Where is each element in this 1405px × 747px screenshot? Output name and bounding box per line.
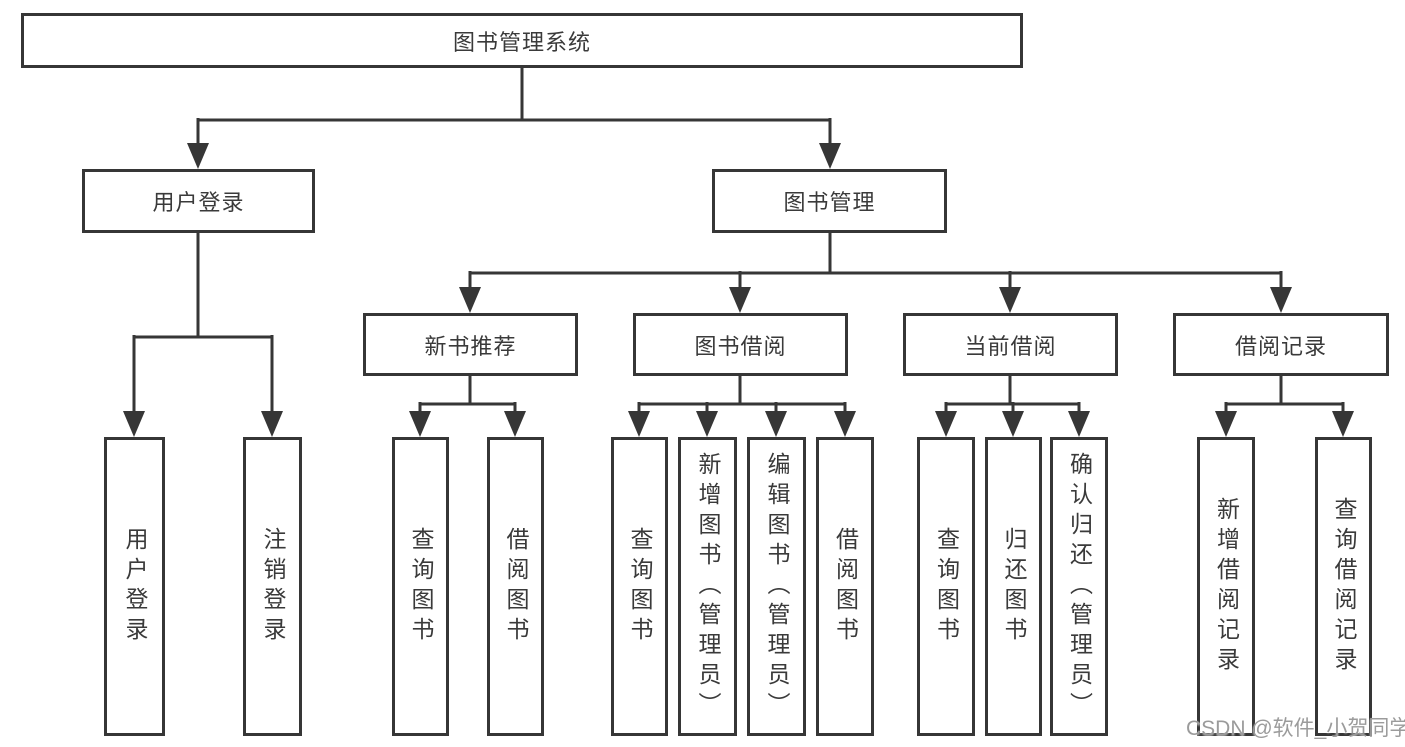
node-label: 查询图书 bbox=[408, 526, 434, 647]
leaf-query-books-current: 查询图书 bbox=[917, 437, 975, 736]
leaf-borrow-books-recommend: 借阅图书 bbox=[487, 437, 544, 736]
node-label: 注销登录 bbox=[260, 526, 286, 647]
leaf-return-books: 归还图书 bbox=[985, 437, 1042, 736]
leaf-user-login: 用户登录 bbox=[104, 437, 165, 736]
node-label: 图书借阅 bbox=[694, 333, 787, 359]
node-label: 确认归还（管理员） bbox=[1066, 451, 1093, 722]
leaf-edit-book-admin: 编辑图书（管理员） bbox=[747, 437, 806, 736]
csdn-watermark: CSDN @软件_小贺同学 bbox=[1186, 717, 1405, 740]
node-label: 新增借阅记录 bbox=[1213, 496, 1240, 677]
node-label: 归还图书 bbox=[1001, 526, 1027, 647]
connector-user-login-children bbox=[123, 233, 283, 437]
leaf-add-borrow-record: 新增借阅记录 bbox=[1197, 437, 1255, 736]
connector-book-borrow-children bbox=[628, 376, 856, 437]
leaf-query-borrow-record: 查询借阅记录 bbox=[1315, 437, 1372, 736]
node-label: 图书管理系统 bbox=[452, 29, 591, 55]
node-label: 新增图书（管理员） bbox=[695, 451, 721, 722]
connector-new-book-children bbox=[409, 376, 526, 437]
leaf-logout: 注销登录 bbox=[243, 437, 302, 736]
node-label: 借阅记录 bbox=[1234, 333, 1327, 359]
node-borrow-records: 借阅记录 bbox=[1173, 313, 1389, 376]
node-book-management: 图书管理 bbox=[712, 169, 947, 233]
node-current-borrow: 当前借阅 bbox=[903, 313, 1118, 376]
node-label: 查询图书 bbox=[933, 526, 960, 647]
connector-borrow-records-children bbox=[1215, 376, 1354, 437]
node-label: 图书管理 bbox=[783, 190, 876, 215]
node-label: 当前借阅 bbox=[964, 333, 1057, 359]
node-new-book-recommend: 新书推荐 bbox=[363, 313, 578, 376]
leaf-add-book-admin: 新增图书（管理员） bbox=[678, 437, 737, 736]
node-label: 借阅图书 bbox=[503, 526, 529, 647]
leaf-confirm-return-admin: 确认归还（管理员） bbox=[1050, 437, 1108, 736]
node-label: 用户登录 bbox=[122, 526, 148, 647]
node-library-management-system: 图书管理系统 bbox=[21, 13, 1023, 68]
node-label: 编辑图书（管理员） bbox=[764, 451, 790, 722]
node-label: 用户登录 bbox=[152, 190, 245, 215]
node-label: 查询借阅记录 bbox=[1331, 496, 1357, 677]
leaf-query-books-recommend: 查询图书 bbox=[392, 437, 449, 736]
node-label: 查询图书 bbox=[627, 526, 653, 647]
node-book-borrow: 图书借阅 bbox=[633, 313, 848, 376]
connector-book-management-children bbox=[459, 233, 1292, 313]
node-label: 新书推荐 bbox=[424, 333, 517, 359]
node-label: 借阅图书 bbox=[832, 526, 859, 647]
node-user-login: 用户登录 bbox=[82, 169, 315, 233]
connector-current-borrow-children bbox=[935, 376, 1090, 437]
leaf-borrow-books: 借阅图书 bbox=[816, 437, 874, 736]
leaf-query-books-borrow: 查询图书 bbox=[611, 437, 668, 736]
connector-root-to-level2 bbox=[187, 68, 841, 169]
